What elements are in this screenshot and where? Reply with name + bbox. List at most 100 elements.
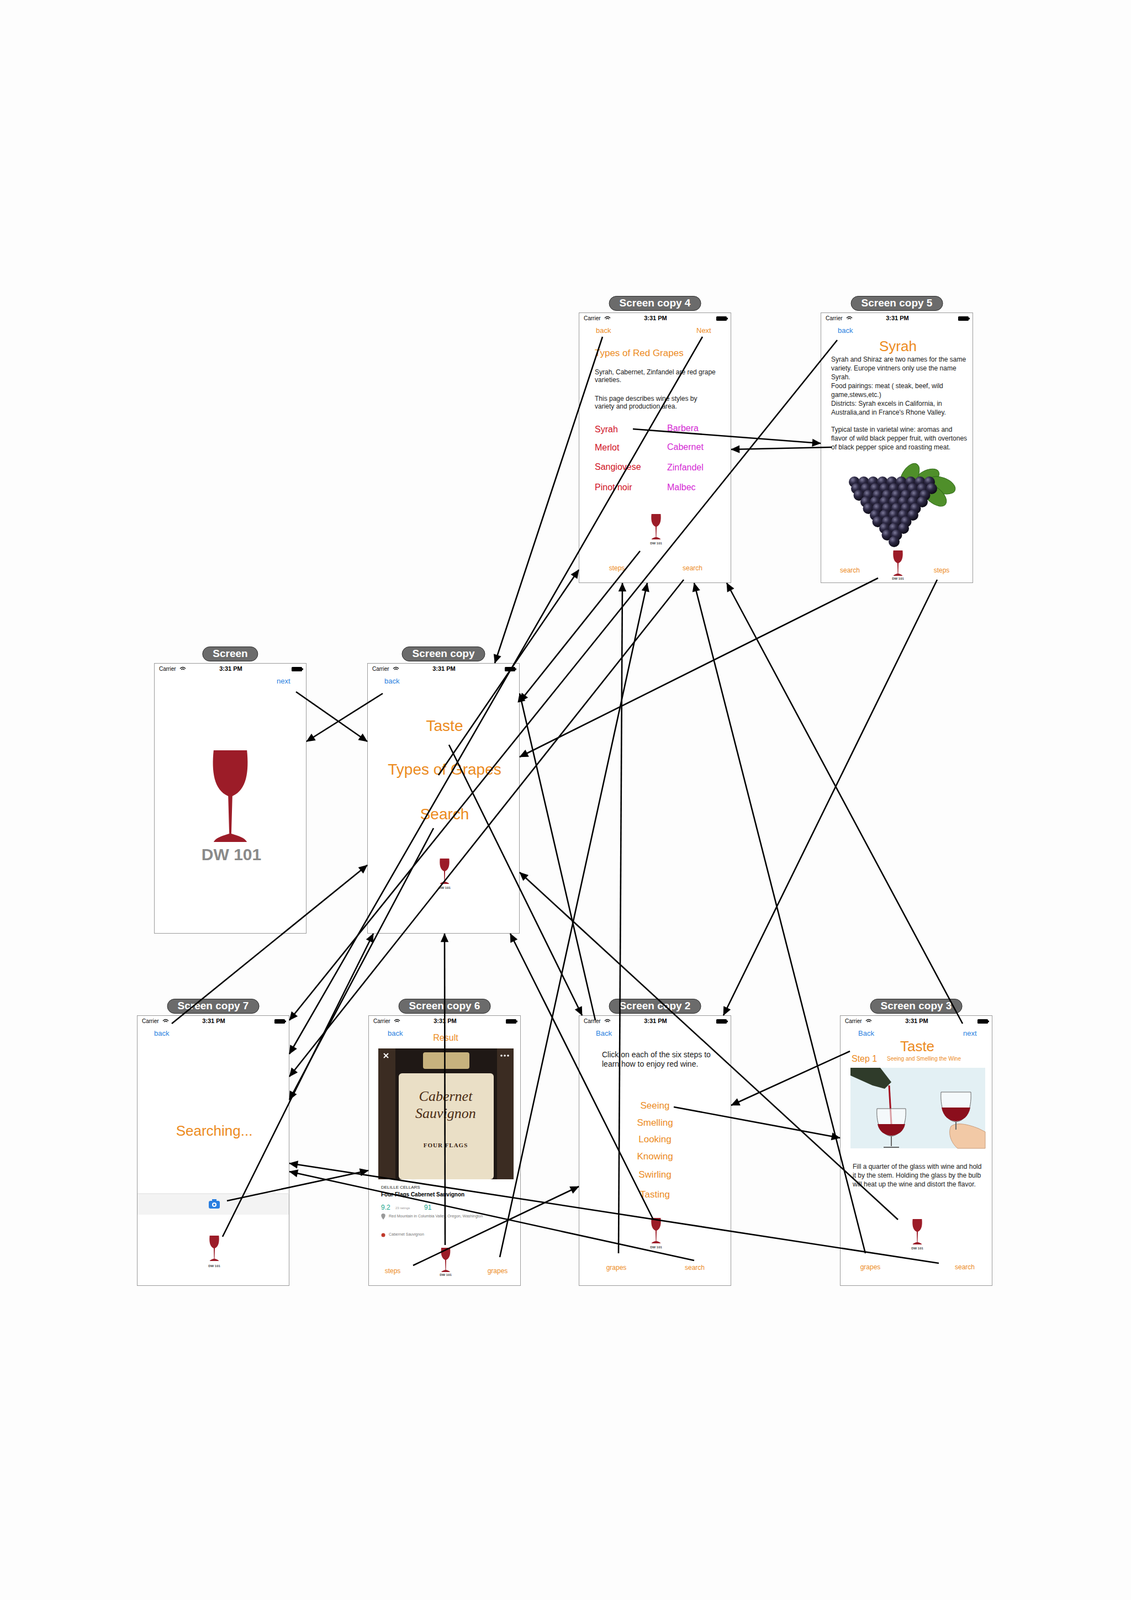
screen-text: steps (922, 566, 961, 575)
battery-nub (726, 318, 728, 320)
screen-frame: Screen copy 5Carrier3:31 PMbackSyrahSyra… (820, 312, 974, 584)
screen-text: Syrah and Shiraz are two names for the s… (831, 355, 969, 383)
screen-title: Screen (202, 646, 258, 662)
more-icon (503, 1054, 506, 1057)
navigation-arrow (694, 583, 866, 1254)
pouring-illustration (850, 1068, 986, 1149)
navigation-arrow (306, 693, 383, 742)
screen-text: 3:31 PM (889, 1017, 945, 1025)
screen-text: Smelling (616, 1117, 694, 1129)
wine-fill (941, 1107, 971, 1122)
screen-text: DW 101 (197, 1264, 231, 1269)
wine-glass-icon (892, 550, 903, 576)
screen-text: Cabernet (667, 441, 704, 453)
battery-icon (716, 1019, 727, 1024)
screen-text: Districts: Syrah excels in California, i… (831, 399, 969, 418)
battery-nub (284, 1021, 287, 1023)
screen-illustration (367, 663, 521, 935)
navigation-arrow (519, 578, 879, 758)
hand (949, 1124, 986, 1149)
wifi-icon (393, 667, 399, 671)
varietal-dot (381, 1233, 386, 1238)
screen-text: Taste (862, 1038, 973, 1056)
screen-title: Screen copy 3 (870, 999, 963, 1014)
battery-nub (968, 318, 970, 320)
navigation-arrow (618, 583, 623, 1254)
wine-glass-icon (651, 514, 661, 540)
screen-text: 3:31 PM (417, 1017, 473, 1025)
screen-text: search (673, 564, 712, 573)
screen-title: Screen copy 2 (609, 999, 702, 1014)
screen-text: 23 ratings (395, 1206, 410, 1211)
battery-icon (505, 1019, 517, 1024)
wifi-icon (394, 1019, 400, 1023)
screen-title: Screen copy 6 (398, 999, 491, 1014)
navigation-arrow (289, 579, 684, 1077)
wifi-icon (604, 1019, 611, 1023)
screen-text: Seeing and Smelling the Wine (886, 1055, 987, 1063)
screen-frame: ScreenCarrier3:31 PMnextDW 101 (154, 663, 307, 934)
screen-text: Pinot noir (594, 482, 633, 493)
screen-frame: Screen copy 3Carrier3:31 PMBacknextTaste… (839, 1015, 993, 1287)
screen-text: Searching... (142, 1122, 287, 1140)
screen-text: search (945, 1263, 985, 1272)
glass-bowl (876, 1108, 906, 1137)
screen-text: DW 101 (639, 541, 673, 546)
screen-text: Types of Grapes (370, 760, 520, 780)
navigation-arrow (289, 828, 434, 1101)
screen-text: DW 101 (429, 1273, 463, 1278)
screen-text: This page describes wine styles by varie… (594, 394, 718, 411)
navigation-arrow (289, 336, 703, 1055)
screen-text: DW 101 (900, 1246, 934, 1251)
navigation-arrow (222, 933, 374, 1238)
screen-text: Carrier (583, 1018, 601, 1025)
battery-icon (504, 667, 516, 672)
screen-text: 3:31 PM (416, 665, 472, 673)
screen-text: Cabernet Sauvignon (387, 1087, 504, 1123)
screen-text: Next (696, 326, 712, 336)
wifi-icon (846, 316, 853, 320)
screen-title: Screen copy 5 (851, 296, 944, 311)
screen-text: Merlot (594, 442, 620, 453)
screen-text: Back (858, 1029, 875, 1039)
wine-glass-icon (439, 858, 449, 885)
screen-illustration (368, 1016, 522, 1287)
screen-text: steps (373, 1267, 412, 1276)
navigation-arrow (494, 336, 603, 664)
glass-bowl (941, 1092, 971, 1123)
navigation-arrow (438, 569, 579, 776)
navigation-arrow (289, 1171, 695, 1261)
close-icon (383, 1053, 389, 1059)
toolbar-border (137, 1193, 290, 1195)
wifi-icon (604, 316, 611, 320)
screen-text: next (963, 1029, 977, 1039)
screen-frame: Screen copyCarrier3:31 PMbackTasteTypes … (367, 663, 520, 934)
screen-text: Taste (370, 716, 520, 736)
screen-text: Looking (616, 1134, 694, 1146)
screen-text: back (837, 326, 853, 336)
camera-lens (212, 1202, 217, 1208)
screen-text: Click on each of the six steps to learn … (601, 1050, 713, 1070)
wine-glass-icon (651, 1218, 661, 1244)
screen-text: back (154, 1029, 169, 1039)
screen-text: DW 101 (427, 886, 462, 891)
battery-icon (274, 1019, 285, 1024)
screen-text: Barbera (667, 423, 699, 434)
screen-text: grapes (851, 1263, 890, 1272)
screen-text: Back (595, 1029, 612, 1039)
toolbar (137, 1193, 289, 1215)
navigation-arrow (226, 1170, 369, 1202)
navigation-arrow (289, 340, 838, 1021)
screen-text: Result (412, 1032, 479, 1044)
glass-stem (955, 1122, 957, 1130)
navigation-arrow (519, 872, 898, 1220)
screen-text: Search (370, 805, 520, 824)
battery-nub (726, 1021, 728, 1023)
screen-text: Carrier (844, 1018, 863, 1025)
wifi-icon (162, 1019, 169, 1023)
label-crest (423, 1052, 470, 1070)
navigation-arrow (448, 744, 583, 1016)
battery-nub (302, 668, 304, 671)
camera-top (212, 1199, 217, 1202)
